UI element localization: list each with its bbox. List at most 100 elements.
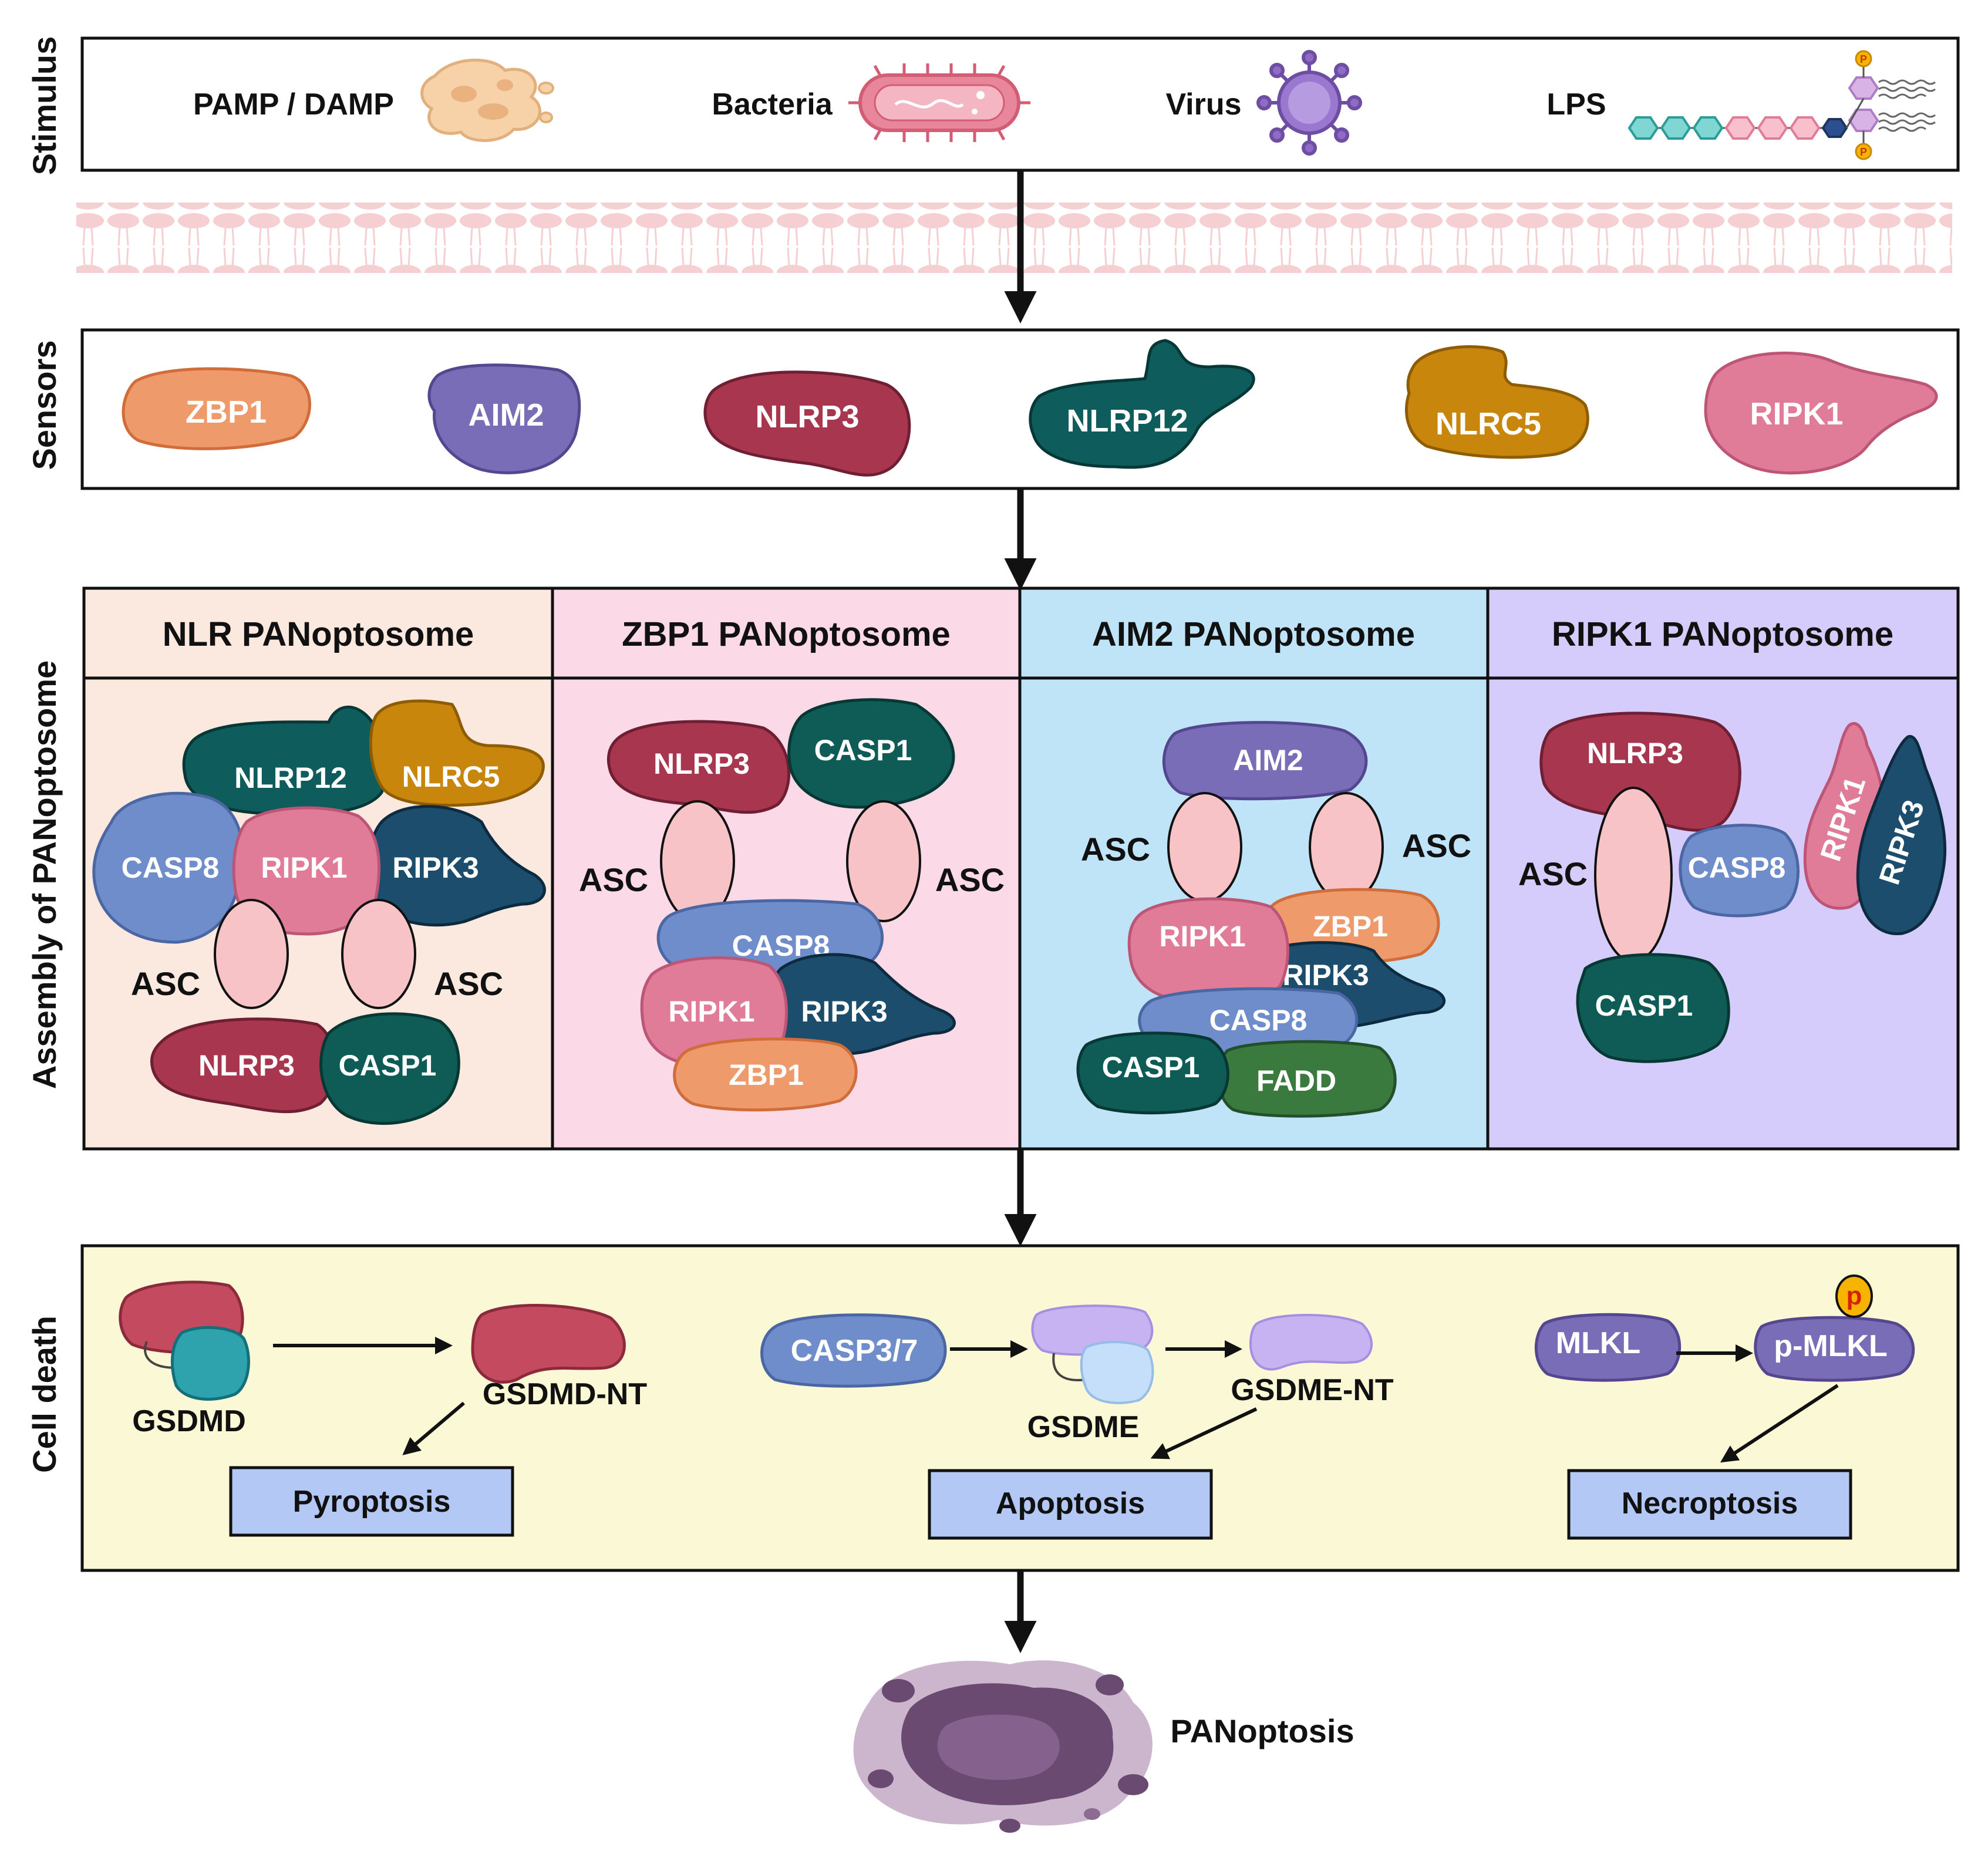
aim2-asc-left [1167, 792, 1242, 902]
casp37-label: CASP3/7 [791, 1334, 918, 1368]
zbp1-nlrp3-label: NLRP3 [653, 747, 750, 780]
sensor-zbp1-label: ZBP1 [186, 395, 267, 430]
panel-aim2-title: AIM2 PANoptosome [1092, 615, 1415, 653]
mlkl-label: MLKL [1556, 1326, 1640, 1360]
aim2-fadd: FADD [1217, 1040, 1397, 1118]
nlr-asc-left [214, 899, 289, 1009]
sensor-ripk1: RIPK1 [1704, 351, 1938, 475]
nlr-casp1-label: CASP1 [339, 1049, 437, 1082]
sensor-nlrp3: NLRP3 [703, 370, 911, 477]
gsdmd-icon [119, 1280, 250, 1401]
ripk1-nlrp3-label: NLRP3 [1587, 737, 1683, 770]
row-label-assembly: Assembly of PANoptosome [26, 660, 63, 1089]
sensor-nlrc5: NLRC5 [1404, 345, 1589, 459]
pyroptosis-label: Pyroptosis [293, 1485, 451, 1519]
nlr-casp8-label: CASP8 [122, 851, 220, 884]
ripk1-casp1-label: CASP1 [1595, 989, 1693, 1022]
zbp1-asc-right [846, 800, 921, 922]
ripk1-asc [1594, 787, 1673, 963]
nlr-nlrp3: NLRP3 [150, 1017, 337, 1114]
zbp1-zbp1: ZBP1 [673, 1037, 858, 1112]
stimulus-lps-label: LPS [1546, 87, 1606, 122]
aim2-ripk3-label: RIPK3 [1282, 959, 1369, 992]
sensor-nlrp3-label: NLRP3 [755, 399, 859, 434]
panel-nlr-title: NLR PANoptosome [163, 615, 474, 653]
aim2-asc-right-label: ASC [1402, 827, 1471, 864]
p-mlkl-label: p-MLKL [1774, 1329, 1887, 1363]
stimulus-pamp-label: PAMP / DAMP [193, 87, 394, 122]
zbp1-casp1: CASP1 [787, 698, 955, 809]
gsdme-icon [1031, 1304, 1154, 1404]
aim2-asc-left-label: ASC [1081, 831, 1150, 868]
p-mlkl-icon: p-MLKL [1754, 1316, 1915, 1382]
nlr-ripk3-label: RIPK3 [392, 851, 479, 884]
phosphate-icon: p [1835, 1275, 1873, 1318]
zbp1-asc-right-label: ASC [935, 861, 1005, 898]
lps-phosphate-top: P [1860, 53, 1867, 65]
ripk1-asc-label: ASC [1518, 855, 1588, 892]
nlr-casp8: CASP8 [92, 791, 244, 944]
sensor-nlrp12-label: NLRP12 [1066, 403, 1188, 439]
nlr-nlrc5-label: NLRC5 [402, 760, 500, 793]
gsdme-nt-icon [1249, 1314, 1373, 1371]
phosphate-label: p [1847, 1282, 1862, 1310]
row-label-sensors: Sensors [26, 340, 63, 470]
aim2-aim2-label: AIM2 [1233, 744, 1303, 777]
nlr-nlrp12-label: NLRP12 [234, 761, 347, 794]
gsdme-nt-label: GSDME-NT [1231, 1373, 1394, 1407]
ripk1-casp1: CASP1 [1576, 953, 1730, 1063]
cell-membrane [76, 203, 1952, 273]
sensor-ripk1-label: RIPK1 [1750, 396, 1843, 431]
zbp1-ripk1-label: RIPK1 [668, 995, 754, 1028]
ripk1-casp8-label: CASP8 [1688, 851, 1786, 884]
sensor-aim2: AIM2 [427, 363, 581, 474]
aim2-ripk1-label: RIPK1 [1159, 920, 1245, 953]
necroptosis-label: Necroptosis [1622, 1486, 1798, 1520]
lps-phosphate-bottom: P [1860, 146, 1867, 158]
nlr-ripk1: RIPK1 [232, 806, 381, 936]
nlr-nlrc5: NLRC5 [369, 699, 545, 807]
nlr-ripk1-label: RIPK1 [261, 851, 347, 884]
zbp1-nlrp3: NLRP3 [606, 720, 790, 814]
aim2-ripk1: RIPK1 [1127, 897, 1289, 1004]
aim2-casp1-label: CASP1 [1102, 1051, 1200, 1084]
arrow-pmlkl-to-necroptosis [1720, 1384, 1839, 1463]
sensor-zbp1: ZBP1 [122, 367, 311, 450]
nlr-nlrp3-label: NLRP3 [198, 1049, 295, 1082]
pamp-damp-icon [420, 58, 554, 142]
stimulus-bacteria-label: Bacteria [712, 87, 833, 122]
virus-icon [1256, 50, 1362, 156]
ripk1-casp8: CASP8 [1679, 824, 1800, 918]
mlkl-icon: MLKL [1534, 1313, 1682, 1382]
apoptosis-label: Apoptosis [996, 1486, 1145, 1520]
bacteria-icon [848, 63, 1030, 142]
panel-ripk1-title: RIPK1 PANoptosome [1552, 615, 1893, 653]
gsdmd-label: GSDMD [132, 1404, 246, 1438]
aim2-casp1: CASP1 [1076, 1031, 1229, 1115]
row-label-stimulus: Stimulus [26, 36, 63, 175]
nlr-casp1: CASP1 [319, 1012, 460, 1125]
ripk1-ripk3: RIPK3 [1856, 735, 1947, 936]
aim2-fadd-label: FADD [1256, 1064, 1336, 1097]
zbp1-casp1-label: CASP1 [814, 734, 912, 767]
lps-icon: P P [1628, 50, 1936, 160]
sensor-nlrc5-label: NLRC5 [1436, 406, 1541, 441]
sensor-nlrp12: NLRP12 [1029, 339, 1255, 469]
nlr-asc-right [341, 899, 416, 1009]
nlr-nlrp12: NLRP12 [182, 705, 388, 816]
aim2-casp8-label: CASP8 [1209, 1004, 1308, 1037]
apoptosis-box [928, 1469, 1213, 1540]
dying-cell-icon [853, 1660, 1153, 1833]
pyroptosis-box [229, 1466, 514, 1537]
nlr-asc-right-label: ASC [434, 965, 503, 1002]
panel-zbp1-title: ZBP1 PANoptosome [622, 615, 951, 653]
row-label-cell-death: Cell death [26, 1316, 63, 1473]
gsdme-label: GSDME [1027, 1410, 1140, 1444]
aim2-aim2: AIM2 [1162, 721, 1368, 801]
zbp1-asc-left-label: ASC [579, 861, 648, 898]
arrow-gsdmd-nt-to-pyroptosis [402, 1401, 465, 1455]
necroptosis-box [1567, 1469, 1852, 1540]
casp37-icon: CASP3/7 [760, 1313, 947, 1388]
nlr-asc-left-label: ASC [131, 965, 200, 1002]
